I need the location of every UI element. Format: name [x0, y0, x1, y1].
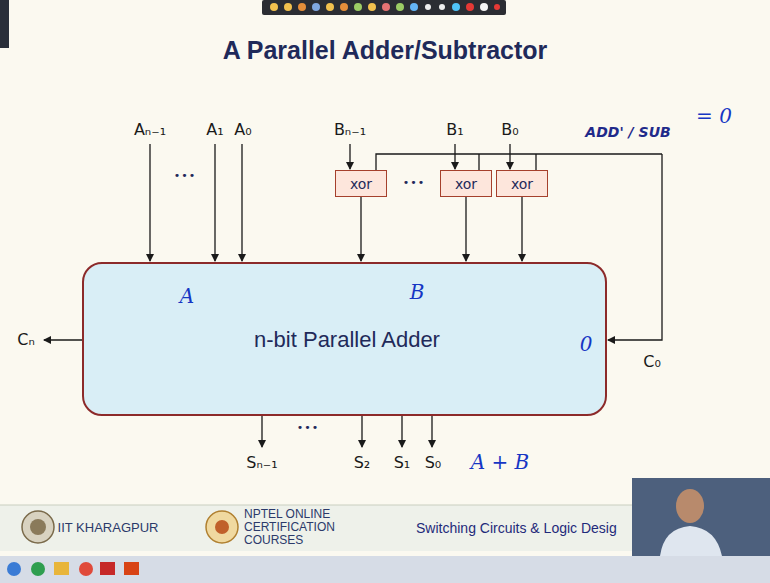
- block-name: n-bit Parallel Adder: [254, 327, 440, 352]
- handwritten-note: 0: [580, 333, 593, 356]
- ellipsis: •••: [403, 177, 425, 190]
- handwritten-note: A + B: [471, 451, 530, 474]
- xor-gate: xor: [335, 170, 387, 197]
- signal-name: B₁: [446, 121, 463, 139]
- signal-wire: [521, 197, 522, 261]
- handwritten-note: B: [410, 281, 425, 304]
- signal-name: Cₙ: [17, 331, 35, 349]
- ellipsis: •••: [297, 422, 319, 435]
- signal-name: Sₙ₋₁: [246, 454, 277, 472]
- signal-name: A₁: [206, 121, 223, 139]
- adder-block: n-bit Parallel Adder A B 0: [82, 262, 607, 416]
- xor-gate: xor: [440, 170, 492, 197]
- course-title: Switching Circuits & Logic Desig: [416, 520, 617, 536]
- signal-name: Aₙ₋₁: [134, 121, 166, 139]
- signal-name: A₀: [234, 121, 251, 139]
- signal-wire: [360, 197, 361, 261]
- slide-title: A Parallel Adder/Subtractor: [223, 36, 548, 65]
- control-signal: ADD' / SUB: [585, 124, 670, 140]
- gate-label: xor: [455, 176, 477, 192]
- signal-name: B₀: [501, 121, 518, 139]
- ellipsis: •••: [174, 170, 196, 183]
- course-banner: NPTEL ONLINE CERTIFICATION COURSES: [244, 508, 394, 548]
- xor-gate: xor: [496, 170, 548, 197]
- institute-name: IIT KHARAGPUR: [58, 521, 159, 536]
- gate-label: xor: [350, 176, 372, 192]
- signal-wire: [465, 197, 466, 261]
- handwritten-note: = 0: [696, 105, 732, 128]
- signal-name: S₂: [354, 454, 371, 472]
- gate-label: xor: [511, 176, 533, 192]
- handwritten-note: A: [180, 285, 194, 308]
- signal-name: C₀: [643, 353, 661, 371]
- signal-name: Bₙ₋₁: [334, 121, 366, 139]
- signal-name: S₁: [394, 454, 411, 472]
- signal-name: S₀: [425, 454, 442, 472]
